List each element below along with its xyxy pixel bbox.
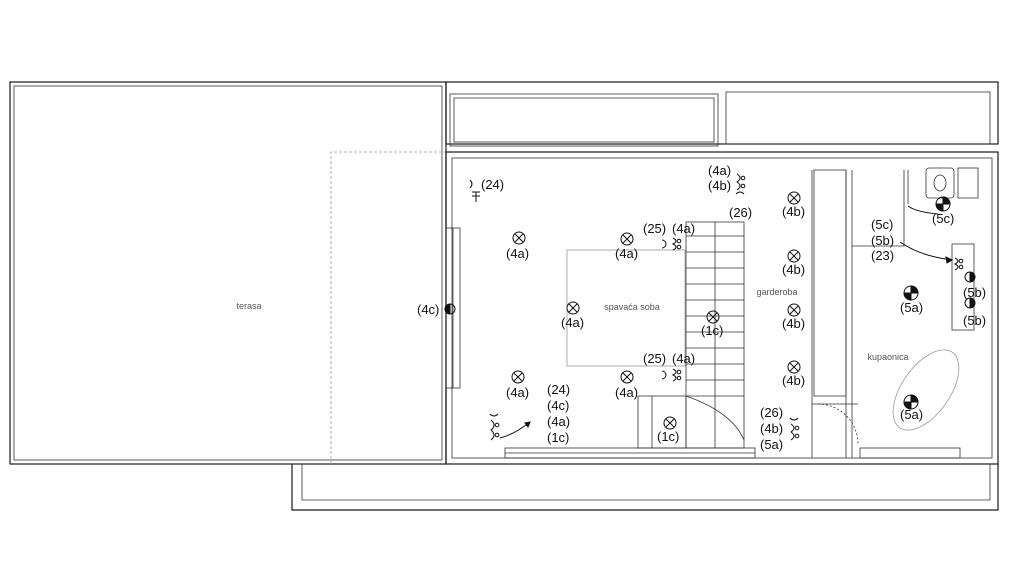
annotation-label: (4b)	[760, 421, 783, 436]
staircase	[637, 221, 745, 449]
ceiling-light-icon	[511, 370, 525, 384]
ceiling-light-icon	[620, 232, 634, 246]
annotation-label: (4b)	[782, 316, 805, 331]
ceiling-light-icon	[787, 191, 801, 205]
wiring-lines	[499, 205, 954, 439]
room-label-terrace: terasa	[236, 301, 261, 311]
annotation-label: (1c)	[547, 430, 569, 445]
annotation-label: (4a)	[672, 351, 695, 366]
annotation-label: (26)	[760, 405, 783, 420]
room-label-bathroom: kupaonica	[867, 352, 908, 362]
bathroom-light-icon	[903, 285, 919, 301]
socket-icon	[469, 179, 480, 202]
annotation-label: (23)	[871, 248, 894, 263]
switch-icon	[489, 413, 500, 441]
annotation-label: (5c)	[871, 217, 893, 232]
annotation-label: (4b)	[782, 373, 805, 388]
annotation-label: (4c)	[417, 302, 439, 317]
ceiling-light-icon	[787, 303, 801, 317]
annotation-label: (4b)	[782, 204, 805, 219]
bottom-window	[504, 447, 961, 459]
switch-icon	[671, 368, 682, 382]
room-label-bedroom: spavaća soba	[604, 302, 660, 312]
annotation-label: (5a)	[760, 437, 783, 452]
ceiling-light-icon	[512, 231, 526, 245]
annotation-label: (24)	[481, 177, 504, 192]
annotation-label: (4a)	[506, 246, 529, 261]
ceiling-light-icon	[663, 416, 677, 430]
ceiling-light-icon	[787, 360, 801, 374]
wall-light-icon	[964, 297, 976, 309]
annotation-label: (4a)	[506, 385, 529, 400]
ceiling-light-icon	[620, 370, 634, 384]
ceiling-light-icon	[787, 249, 801, 263]
house-walls	[291, 151, 999, 511]
annotation-label: (5a)	[900, 300, 923, 315]
room-label-wardrobe: garderoba	[756, 287, 797, 297]
bathroom-light-icon	[903, 394, 919, 410]
switch-icon	[671, 237, 682, 251]
annotation-label: (5b)	[963, 313, 986, 328]
switch-icon	[789, 417, 800, 441]
interior-partitions	[811, 167, 979, 458]
annotation-label: (1c)	[657, 429, 679, 444]
annotation-label: (5b)	[963, 285, 986, 300]
bathroom-light-icon	[935, 196, 951, 212]
socket-icon	[661, 370, 667, 380]
annotation-label: (4a)	[547, 414, 570, 429]
annotation-label: (25)	[643, 351, 666, 366]
annotation-label: (5b)	[871, 233, 894, 248]
terrace-outline	[9, 81, 447, 465]
annotation-label: (4c)	[547, 398, 569, 413]
annotation-label: (4a)	[615, 246, 638, 261]
annotation-label: (4a)	[561, 315, 584, 330]
terrace-roof-dashed-line	[330, 151, 446, 464]
socket-icon	[661, 239, 667, 249]
annotation-label: (4b)	[782, 262, 805, 277]
annotation-label: (1c)	[701, 323, 723, 338]
wall-light-icon	[964, 271, 976, 283]
annotation-label: (5c)	[932, 211, 954, 226]
bathtub	[892, 349, 960, 431]
annotation-label: (25)	[643, 221, 666, 236]
annotation-label: (24)	[547, 382, 570, 397]
wall-light-icon	[444, 303, 456, 315]
ceiling-light-icon	[566, 301, 580, 315]
switch-icon	[953, 257, 964, 271]
switch-icon	[735, 173, 746, 195]
upper-outline	[445, 81, 999, 147]
annotation-label: (5a)	[900, 407, 923, 422]
annotation-label: (4a)	[708, 163, 731, 178]
annotation-label: (4a)	[672, 221, 695, 236]
annotation-label: (4b)	[708, 178, 731, 193]
ceiling-light-icon	[706, 310, 720, 324]
annotation-label: (26)	[729, 205, 752, 220]
annotation-label: (4a)	[615, 385, 638, 400]
